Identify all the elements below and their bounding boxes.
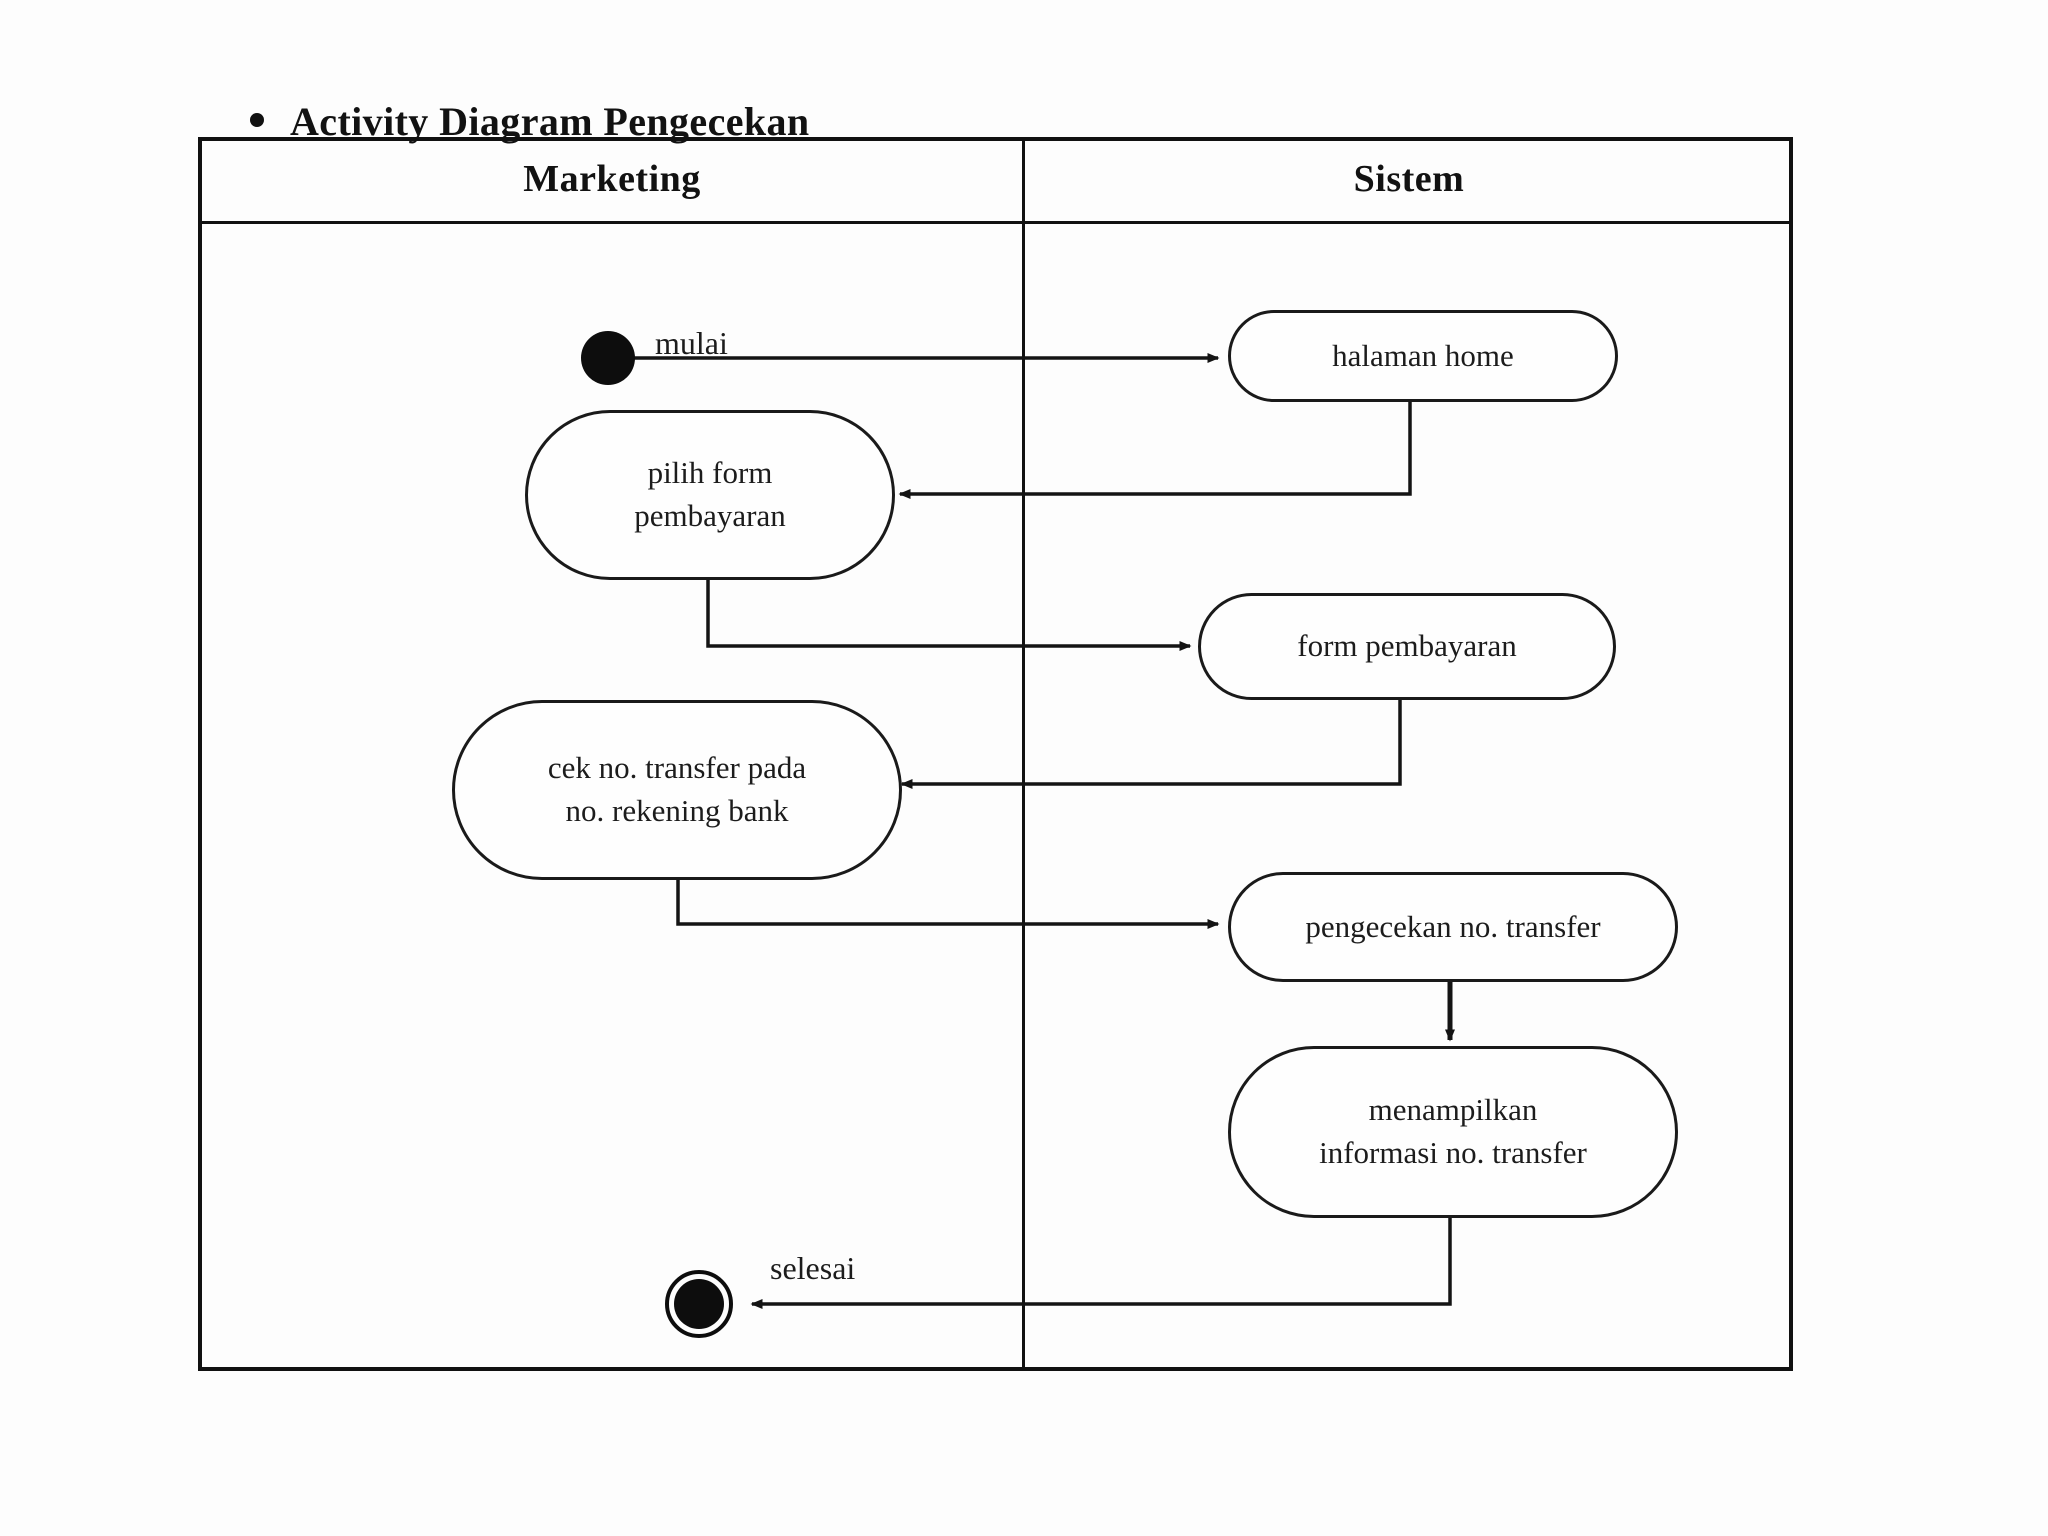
action-menampilkan-line2: informasi no. transfer: [1319, 1135, 1587, 1170]
edge-label-selesai: selesai: [770, 1250, 856, 1286]
action-halaman-home[interactable]: halaman home: [1228, 310, 1618, 402]
action-pilih-form-line1: pilih form: [647, 455, 773, 491]
action-form-pembayaran-line1: form pembayaran: [1297, 628, 1517, 664]
action-menampilkan-informasi[interactable]: menampilkan informasi no. transfer: [1228, 1046, 1678, 1218]
lane-header-separator: [202, 221, 1789, 224]
action-pilih-form-pembayaran[interactable]: pilih form pembayaran: [525, 410, 895, 580]
lane-header-sistem: Sistem: [1353, 158, 1465, 200]
page-title-text: Activity Diagram Pengecekan: [290, 99, 810, 144]
action-form-pembayaran[interactable]: form pembayaran: [1198, 593, 1616, 700]
final-node-inner: [674, 1279, 724, 1329]
lane-divider: [1022, 141, 1025, 1367]
final-node: [665, 1270, 733, 1338]
action-pilih-form-line2: pembayaran: [634, 498, 786, 533]
action-cek-no-transfer[interactable]: cek no. transfer pada no. rekening bank: [452, 700, 902, 880]
action-cek-no-transfer-line1: cek no. transfer pada: [547, 750, 807, 786]
lane-header-marketing: Marketing: [523, 158, 701, 200]
action-cek-no-transfer-line2: no. rekening bank: [565, 793, 789, 828]
action-pengecekan-no-transfer[interactable]: pengecekan no. transfer: [1228, 872, 1678, 982]
action-pengecekan-line1: pengecekan no. transfer: [1305, 908, 1601, 944]
initial-node: [581, 331, 635, 385]
action-menampilkan-line1: menampilkan: [1368, 1092, 1538, 1128]
bullet-icon: [250, 113, 264, 127]
edge-label-mulai: mulai: [655, 325, 728, 361]
action-halaman-home-line1: halaman home: [1332, 337, 1514, 373]
page-title: Activity Diagram Pengecekan: [250, 98, 810, 145]
